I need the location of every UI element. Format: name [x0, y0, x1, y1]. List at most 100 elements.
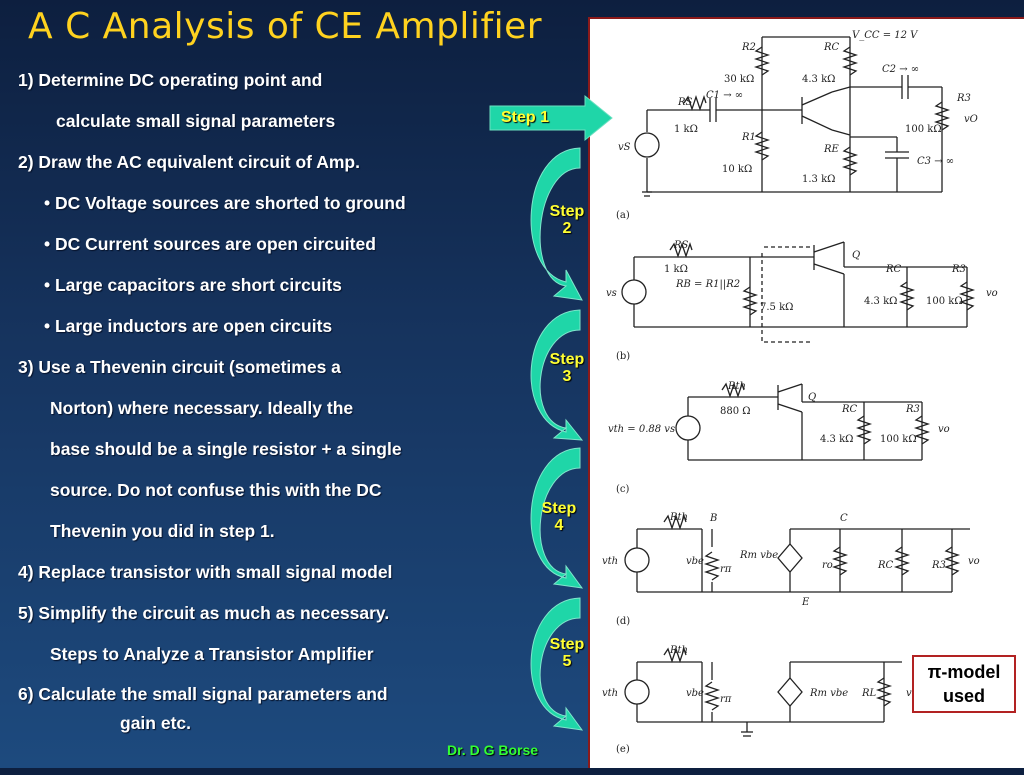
- curved-arrow-4-icon: [530, 447, 584, 589]
- label-vth: vth: [602, 556, 618, 567]
- label-rc-value: 4.3 kΩ: [864, 296, 897, 307]
- label-rc-value: 4.3 kΩ: [820, 434, 853, 445]
- circuit-a: V_CC = 12 V R2 30 kΩ RC 4.3 kΩ RS 1 kΩ R…: [616, 30, 978, 221]
- label-rc: RC: [885, 264, 902, 275]
- label-r1-value: 10 kΩ: [722, 164, 752, 175]
- label-q: Q: [852, 250, 860, 261]
- label-c: C: [840, 513, 848, 524]
- label-rth-value: 880 Ω: [720, 406, 751, 417]
- label-rb: RB = R1||R2: [675, 279, 740, 290]
- label-rs-value: 1 kΩ: [664, 264, 688, 275]
- step-4-label-number: 4: [554, 517, 564, 534]
- step-2-label: Step 2: [542, 203, 592, 237]
- text-line: • DC Current sources are open circuited: [44, 234, 376, 254]
- label-vs: vS: [618, 142, 631, 153]
- text-line: gain etc.: [120, 713, 191, 733]
- label-rpi: rπ: [720, 694, 732, 705]
- circuit-b: RS 1 kΩ RB = R1||R2 7.5 kΩ Q RC 4.3 kΩ R…: [606, 240, 998, 362]
- text-line: 5) Simplify the circuit as much as neces…: [18, 603, 390, 623]
- step-2-label-word: Step: [549, 203, 585, 220]
- label-r3: R3: [931, 560, 946, 571]
- label-rpi: rπ: [720, 564, 732, 575]
- label-rc: RC: [823, 42, 840, 53]
- label-c1: C1 → ∞: [706, 90, 743, 101]
- step-4-label: Step 4: [534, 500, 584, 534]
- label-vbe: vbe: [686, 688, 704, 699]
- label-vo: vo: [986, 288, 998, 299]
- circuit-e: Rth vth vbe rπ Rm vbe RL vo (e): [602, 645, 918, 755]
- label-rth: Rth: [669, 512, 688, 523]
- label-r3: R3: [951, 264, 966, 275]
- label-vth: vth: [602, 688, 618, 699]
- label-vo: vO: [964, 114, 978, 125]
- label-re-value: 1.3 kΩ: [802, 174, 835, 185]
- step-3-label-number: 3: [562, 368, 572, 385]
- label-r2: R2: [741, 42, 756, 53]
- label-re: RE: [823, 144, 840, 155]
- label-vo: vo: [938, 424, 950, 435]
- label-rb-value: 7.5 kΩ: [760, 302, 793, 313]
- text-line: 4) Replace transistor with small signal …: [18, 562, 393, 582]
- label-e: E: [801, 597, 810, 608]
- label-q: Q: [808, 392, 816, 403]
- text-line: 2) Draw the AC equivalent circuit of Amp…: [18, 152, 360, 172]
- curved-arrow-2-icon: [530, 147, 583, 301]
- label-r3-value: 100 kΩ: [926, 296, 963, 307]
- curved-arrow-5-icon: [530, 597, 584, 731]
- step-5-label: Step 5: [542, 636, 592, 670]
- step-1-arrow-icon: [489, 94, 613, 142]
- author-credit: Dr. D G Borse: [447, 742, 539, 758]
- label-gm: Rm vbe: [739, 550, 778, 561]
- label-vth: vth = 0.88 vs: [608, 424, 675, 435]
- pi-model-callout-line1: π-model: [927, 662, 1001, 682]
- text-line: • DC Voltage sources are shorted to grou…: [44, 193, 406, 213]
- step-5-label-number: 5: [562, 653, 572, 670]
- label-ro: ro: [822, 560, 833, 571]
- label-vs: vs: [606, 288, 617, 299]
- label-b: B: [709, 513, 717, 524]
- text-line: Steps to Analyze a Transistor Amplifier: [50, 644, 374, 664]
- circuit-diagram-panel: V_CC = 12 V R2 30 kΩ RC 4.3 kΩ RS 1 kΩ R…: [588, 17, 1024, 768]
- curved-arrow-3-icon: [530, 309, 584, 441]
- text-line: source. Do not confuse this with the DC: [50, 480, 382, 500]
- pi-model-callout-line2: used: [942, 686, 985, 706]
- circuit-c: Rth 880 Ω vth = 0.88 vs Q RC 4.3 kΩ R3 1…: [608, 381, 950, 495]
- label-rc: RC: [877, 560, 894, 571]
- label-r3: R3: [905, 404, 920, 415]
- label-r3-value: 100 kΩ: [905, 124, 942, 135]
- label-r1: R1: [741, 132, 756, 143]
- text-line: 1) Determine DC operating point and: [18, 70, 323, 90]
- label-rs: RS: [673, 240, 689, 251]
- label-vbe: vbe: [686, 556, 704, 567]
- caption-c: (c): [616, 484, 630, 495]
- caption-d: (d): [616, 616, 630, 627]
- label-rl: RL: [861, 688, 877, 699]
- label-vo: vo: [968, 556, 980, 567]
- label-vcc: V_CC = 12 V: [852, 30, 919, 41]
- step-5-label-word: Step: [549, 636, 585, 653]
- label-rs: RS: [677, 97, 693, 108]
- label-c2: C2 → ∞: [882, 64, 919, 75]
- step-1-label: Step 1: [501, 109, 550, 126]
- text-line: Thevenin you did in step 1.: [50, 521, 275, 541]
- step-2-label-number: 2: [562, 220, 572, 237]
- label-rth: Rth: [669, 645, 688, 656]
- label-r3-value: 100 kΩ: [880, 434, 917, 445]
- text-line: Norton) where necessary. Ideally the: [50, 398, 354, 418]
- label-rc: RC: [841, 404, 858, 415]
- text-line: • Large capacitors are short circuits: [44, 275, 342, 295]
- pi-model-callout: π-model used: [912, 655, 1016, 713]
- label-c3: C3 → ∞: [917, 156, 954, 167]
- label-r3: R3: [956, 93, 971, 104]
- caption-e: (e): [616, 744, 630, 755]
- label-r2-value: 30 kΩ: [724, 74, 754, 85]
- circuit-d: Rth B C E vth vbe rπ Rm vbe ro RC R3 vo …: [602, 512, 980, 627]
- step-3-label-word: Step: [549, 351, 585, 368]
- label-gm: Rm vbe: [809, 688, 848, 699]
- text-line: • Large inductors are open circuits: [44, 316, 333, 336]
- step-4-label-word: Step: [541, 500, 577, 517]
- text-line: 6) Calculate the small signal parameters…: [18, 684, 388, 704]
- label-rs-value: 1 kΩ: [674, 124, 698, 135]
- label-vo: vo: [906, 688, 918, 699]
